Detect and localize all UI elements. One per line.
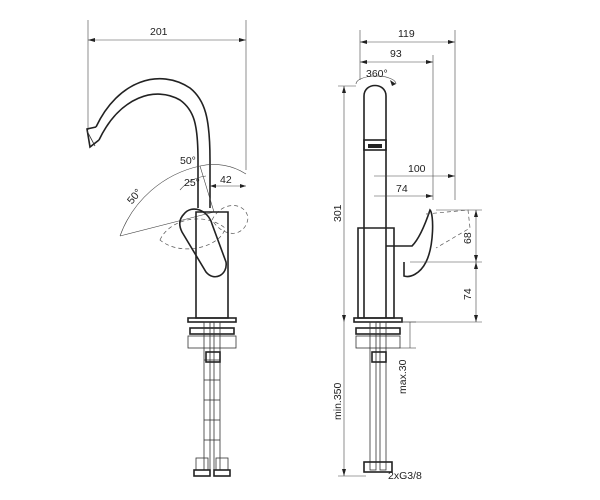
hose-fitting-right (215, 457, 229, 471)
arrow-head (88, 38, 95, 42)
dimension-label-119: 119 (398, 28, 415, 40)
rotation-arc (355, 75, 397, 85)
dimension-label-74-v: 74 (462, 288, 474, 300)
washer (189, 327, 235, 335)
arc-ray (199, 165, 215, 213)
side-spout (363, 84, 387, 318)
side-view: 119 93 360° 100 74 301 (332, 28, 482, 482)
side-base-plate (353, 317, 403, 323)
spout-tip (86, 126, 100, 149)
dimension-label-201: 201 (150, 26, 168, 38)
angle-label-50-right: 50° (180, 155, 196, 167)
dimension-label-68: 68 (462, 232, 474, 244)
lever-handle (179, 208, 227, 278)
arrow-head (240, 184, 246, 188)
dimension-label-42: 42 (220, 174, 232, 186)
arc-50-left (119, 165, 201, 237)
hose-right (213, 321, 221, 471)
dimension-label-min350: min.350 (332, 382, 344, 420)
hose-left (203, 321, 211, 471)
hose-fitting-left (195, 457, 209, 471)
nut (205, 351, 221, 363)
side-fitting (363, 461, 393, 473)
front-view: 201 50° 50° 25° 42 (86, 20, 249, 477)
side-lever (386, 208, 434, 278)
side-aerator (363, 139, 387, 151)
arc-25 (179, 175, 207, 191)
dimension-label-100: 100 (408, 163, 426, 175)
thread-label: 2xG3/8 (388, 470, 422, 482)
aerator-line (86, 130, 96, 147)
arc-ray (119, 211, 215, 237)
fixing-plate (187, 335, 237, 349)
angle-label-50-left: 50° (125, 187, 144, 207)
rotation-label: 360° (366, 68, 388, 80)
arc-50-right (199, 164, 247, 175)
dimension-label-301: 301 (332, 204, 344, 222)
lever-ghost-left (159, 218, 226, 250)
hoses-front (193, 321, 231, 477)
side-washer (355, 327, 401, 335)
dimension-label-74-h: 74 (396, 183, 408, 195)
side-hose (369, 321, 377, 471)
dimension-label-93: 93 (390, 48, 402, 60)
side-fixing-plate (355, 335, 401, 349)
dimension-label-max30: max.30 (397, 359, 409, 394)
lever-ghost-right (211, 205, 249, 234)
arrow-head (239, 38, 246, 42)
side-lever-ghost (425, 209, 471, 249)
spout-outer (95, 77, 211, 208)
angle-label-25: 25° (184, 177, 200, 189)
arrow-head (210, 184, 216, 188)
base-plate (187, 317, 237, 323)
spout-inner (98, 93, 199, 208)
tap-body (195, 211, 229, 319)
